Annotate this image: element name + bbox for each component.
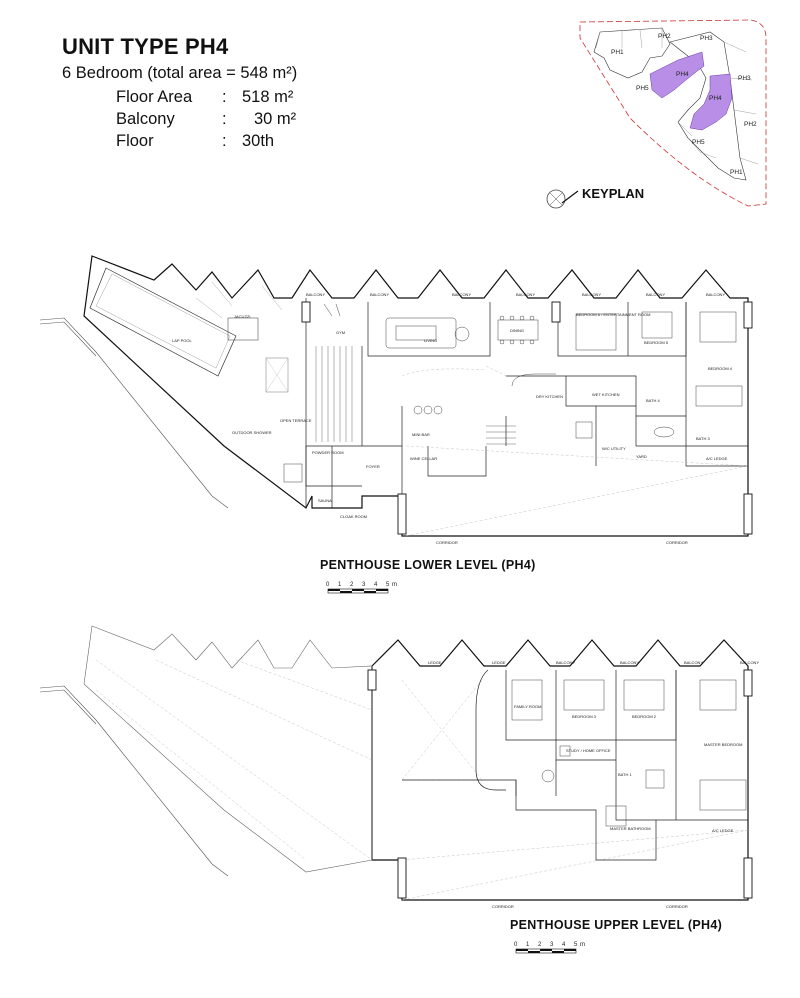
room-label: CORRIDOR [492, 904, 514, 909]
room-label: OUTDOOR SHOWER [232, 430, 272, 435]
keyplan-diagram: PH1 PH2 PH3 PH4 PH5 PH3 PH4 PH2 PH5 PH1 [579, 19, 767, 207]
room-label: A/C LEDGE [712, 828, 734, 833]
lower-level-title: PENTHOUSE LOWER LEVEL (PH4) [320, 558, 536, 572]
north-arrow-icon [546, 189, 579, 209]
room-label: OPEN TERRACE [280, 418, 312, 423]
room-label: BEDROOM 5 [644, 340, 669, 345]
scale-tick-label: 5 [574, 942, 578, 948]
scale-tick-label: 2 [350, 582, 354, 588]
room-label: WET KITCHEN [592, 392, 620, 397]
room-label: BALCONY [706, 292, 725, 297]
spec-label: Floor Area [116, 88, 193, 106]
room-label: BALCONY [684, 660, 703, 665]
unit-subtitle: 6 Bedroom (total area = 548 m²) [62, 64, 298, 82]
scale-tick-label: 4 [562, 942, 566, 948]
keyplan-label-ph5: PH5 [692, 139, 705, 146]
keyplan-label-ph1: PH1 [611, 49, 624, 56]
room-label: SAUNA [318, 498, 332, 503]
room-label: BEDROOM 3 [572, 714, 597, 719]
room-label: BALCONY [620, 660, 639, 665]
room-label: BATH 3 [696, 436, 710, 441]
room-label: LIVING [424, 338, 437, 343]
keyplan-label: KEYPLAN [582, 186, 645, 201]
room-label: FOYER [366, 464, 380, 469]
room-label: BATH 4 [646, 398, 660, 403]
keyplan-ph4-highlight [649, 51, 705, 99]
spec-floor: Floor:30th [116, 132, 274, 151]
spec-label: Balcony [116, 110, 175, 128]
spec-label: Floor [116, 132, 154, 150]
keyplan-label-ph4: PH4 [709, 95, 722, 102]
room-label: BALCONY [582, 292, 601, 297]
room-label: LAP POOL [172, 338, 192, 343]
room-label: BALCONY [306, 292, 325, 297]
room-label: LEDGE [428, 660, 442, 665]
room-label: MASTER BEDROOM [704, 742, 742, 747]
spec-balcony: Balcony: 30 m² [116, 110, 296, 129]
keyplan-label-ph4: PH4 [676, 71, 689, 78]
spec-value: 30 m² [254, 110, 297, 128]
room-label: WINE CELLAR [410, 456, 437, 461]
room-label: BALCONY [646, 292, 665, 297]
room-label: FAMILY ROOM [514, 704, 541, 709]
scale-tick-label: 3 [550, 942, 554, 948]
room-label: BALCONY [516, 292, 535, 297]
scale-tick-label: 2 [538, 942, 542, 948]
room-label: MINI BAR [412, 432, 430, 437]
scale-tick-label: 3 [362, 582, 366, 588]
room-label: W/C UTILITY [602, 446, 626, 451]
keyplan-label-ph3: PH3 [738, 75, 751, 82]
upper-level-title: PENTHOUSE UPPER LEVEL (PH4) [510, 918, 723, 932]
scale-tick-label: 0 [514, 942, 518, 948]
scale-bar: 0 1 2 3 4 5 m [514, 942, 585, 954]
room-label: BEDROOM 4 [708, 366, 733, 371]
room-label: DINING [510, 328, 524, 333]
spec-floor-area: Floor Area:518 m² [116, 88, 293, 107]
room-label: BEDROOM 6 / ENTERTAINMENT ROOM [576, 312, 650, 317]
room-label: LEDGE [492, 660, 506, 665]
scale-tick-label: 1 [338, 582, 342, 588]
room-label: BALCONY [370, 292, 389, 297]
room-label: YARD [636, 454, 647, 459]
unit-title: UNIT TYPE PH4 [62, 34, 229, 59]
room-label: BALCONY [740, 660, 759, 665]
scale-unit: m [392, 582, 397, 588]
keyplan-ph4-highlight [689, 73, 733, 131]
scale-unit: m [580, 942, 585, 948]
room-label: BATH 1 [618, 772, 632, 777]
room-label: GYM [336, 330, 345, 335]
scale-tick-label: 0 [326, 582, 330, 588]
keyplan-label-ph2: PH2 [658, 33, 671, 40]
spec-colon: : [222, 88, 227, 106]
room-label: JACUZZI [234, 314, 250, 319]
scale-bar: 0 1 2 3 4 5 m [326, 582, 397, 594]
room-label: MASTER BATHROOM [610, 826, 651, 831]
room-label: BEDROOM 2 [632, 714, 657, 719]
room-label: STUDY / HOME OFFICE [566, 748, 611, 753]
room-label: CORRIDOR [436, 540, 458, 545]
room-label: DRY KITCHEN [536, 394, 563, 399]
scale-tick-label: 4 [374, 582, 378, 588]
room-label: CLOAK ROOM [340, 514, 367, 519]
keyplan-label-ph3: PH3 [700, 35, 713, 42]
keyplan-label-ph5: PH5 [636, 85, 649, 92]
room-label: A/C LEDGE [706, 456, 728, 461]
room-label: CORRIDOR [666, 904, 688, 909]
keyplan-label-ph2: PH2 [744, 121, 757, 128]
room-label: BALCONY [556, 660, 575, 665]
room-label: POWDER ROOM [312, 450, 344, 455]
lower-level-plan: BALCONY BALCONY BALCONY BALCONY BALCONY … [39, 255, 753, 545]
keyplan-label-ph1: PH1 [730, 169, 743, 176]
scale-tick-label: 5 [386, 582, 390, 588]
room-label: CORRIDOR [666, 540, 688, 545]
spec-value: 518 m² [242, 88, 294, 106]
upper-level-plan: LEDGE LEDGE BALCONY BALCONY BALCONY BALC… [39, 625, 759, 909]
spec-colon: : [222, 132, 227, 150]
spec-colon: : [222, 110, 227, 128]
scale-tick-label: 1 [526, 942, 530, 948]
spec-value: 30th [242, 132, 275, 150]
room-label: BALCONY [452, 292, 471, 297]
